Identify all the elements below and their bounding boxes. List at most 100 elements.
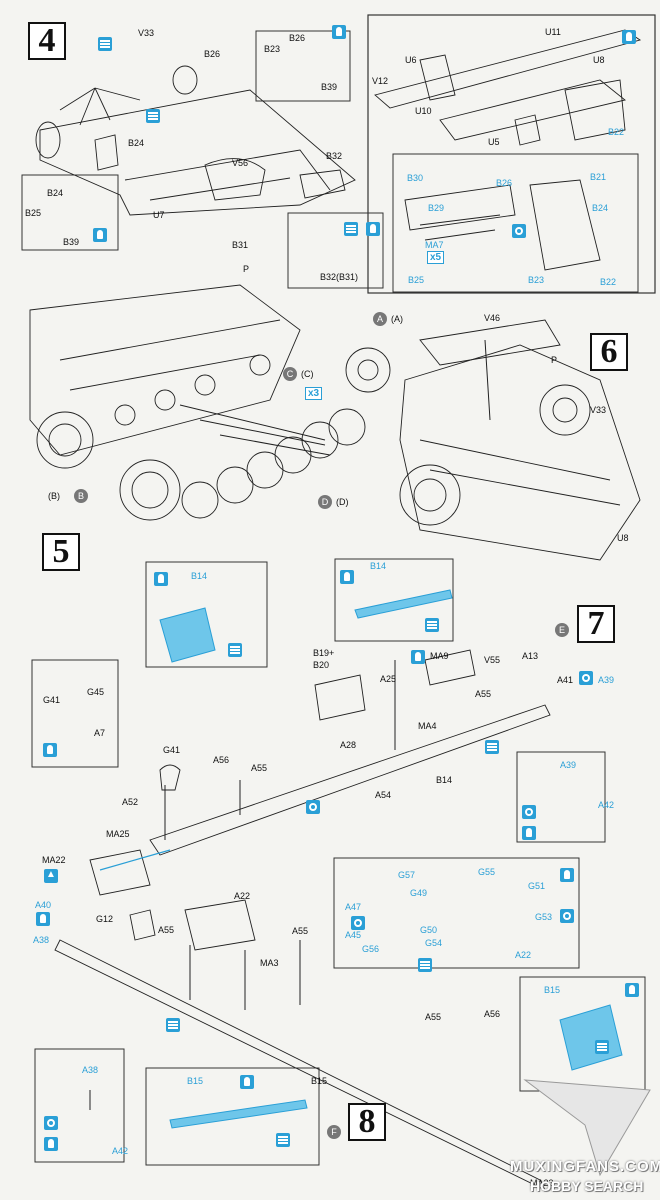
label-black: A41: [557, 675, 574, 685]
label-black: B26: [289, 33, 306, 43]
drill-icon: [522, 805, 536, 819]
label-black: A55: [251, 763, 268, 773]
label-black: A22: [234, 891, 251, 901]
label-black: B23: [264, 44, 281, 54]
label-blue: B29: [428, 203, 445, 213]
label-black: P: [551, 355, 558, 365]
label-blue: A39: [598, 675, 615, 685]
callout-d: D: [318, 495, 332, 509]
callout-b32: [287, 212, 384, 289]
step-7-number: 7: [577, 605, 615, 643]
label-blue: B14: [191, 571, 208, 581]
label-black: B32(B31): [320, 272, 359, 282]
label-blue: G50: [420, 925, 438, 935]
cut-icon: [276, 1133, 290, 1147]
step-8-number: 8: [348, 1103, 386, 1141]
label-black: A25: [380, 674, 397, 684]
drill-icon: [44, 1116, 58, 1130]
label-black: B24: [128, 138, 145, 148]
step6-subframe: [392, 153, 639, 293]
label-black: U11: [545, 27, 561, 37]
label-black: V33: [590, 405, 607, 415]
label-blue: MA7: [425, 240, 444, 250]
label-black: G41: [163, 745, 181, 755]
label-blue: G57: [398, 870, 416, 880]
label-black: MA9: [430, 651, 449, 661]
callout-c: C: [283, 367, 297, 381]
label-black: MA4: [418, 721, 437, 731]
label-blue: A42: [112, 1146, 129, 1156]
callout-d-paired: (D): [336, 497, 349, 507]
glue-icon: [560, 868, 574, 882]
label-black: A28: [340, 740, 357, 750]
label-blue: B14: [370, 561, 387, 571]
drill-icon: [512, 224, 526, 238]
label-black: MA3: [260, 958, 279, 968]
label-blue: B23: [528, 275, 545, 285]
label-blue: A39: [560, 760, 577, 770]
label-black: A54: [375, 790, 392, 800]
cut-icon: [595, 1040, 609, 1054]
label-black: V55: [484, 655, 501, 665]
label-black: B19+: [313, 648, 335, 658]
callout-b15-left: [145, 1067, 320, 1166]
label-blue: G49: [410, 888, 428, 898]
quantity-x5: x5: [427, 251, 445, 264]
label-black: B39: [321, 82, 338, 92]
step7-callout-b14: [334, 558, 454, 642]
glue-icon: [522, 826, 536, 840]
label-blue: G54: [425, 938, 443, 948]
cut-icon: [344, 222, 358, 236]
label-blue: B15: [544, 985, 561, 995]
cut-icon: [98, 37, 112, 51]
glue-icon: [625, 983, 639, 997]
glue-icon: [44, 1137, 58, 1151]
callout-b: B: [74, 489, 88, 503]
callout-a39: [516, 751, 606, 843]
label-black: B15: [311, 1076, 328, 1086]
label-black: B25: [25, 208, 42, 218]
glue-icon: [411, 650, 425, 664]
label-black: A55: [425, 1012, 442, 1022]
label-black: P: [243, 264, 250, 274]
step6-frame: [367, 14, 656, 294]
label-black: A52: [122, 797, 139, 807]
callout-c-paired: (C): [301, 369, 314, 379]
label-blue: B21: [590, 172, 607, 182]
glue-icon: [154, 572, 168, 586]
label-black: A55: [292, 926, 309, 936]
glue-icon: [622, 30, 636, 44]
step-4-number: 4: [28, 22, 66, 60]
glue-icon: [36, 912, 50, 926]
drill-icon: [560, 909, 574, 923]
glue-icon: [43, 743, 57, 757]
label-black: A55: [475, 689, 492, 699]
label-black: B31: [232, 240, 249, 250]
callout-g-parts: [333, 857, 580, 969]
label-blue: A47: [345, 902, 362, 912]
label-black: B26: [204, 49, 221, 59]
label-black: A55: [158, 925, 175, 935]
callout-a-paired: (A): [391, 314, 403, 324]
callout-g41: [31, 659, 119, 768]
label-blue: G53: [535, 912, 553, 922]
label-blue: B22: [608, 127, 625, 137]
cut-icon: [425, 618, 439, 632]
step-6-number: 6: [590, 333, 628, 371]
cut-icon: [166, 1018, 180, 1032]
cut-icon: [146, 109, 160, 123]
step-mark-e: E: [555, 623, 569, 637]
label-blue: G56: [362, 944, 380, 954]
quantity-x3: x3: [305, 387, 323, 400]
label-black: B32: [326, 151, 343, 161]
callout-b24: [21, 174, 119, 251]
label-black: V33: [138, 28, 155, 38]
cut-icon: [418, 958, 432, 972]
label-blue: B24: [592, 203, 609, 213]
label-blue: A42: [598, 800, 615, 810]
label-black: MA22: [42, 855, 66, 865]
label-black: MA25: [106, 829, 130, 839]
glue-icon: [240, 1075, 254, 1089]
label-blue: B25: [408, 275, 425, 285]
